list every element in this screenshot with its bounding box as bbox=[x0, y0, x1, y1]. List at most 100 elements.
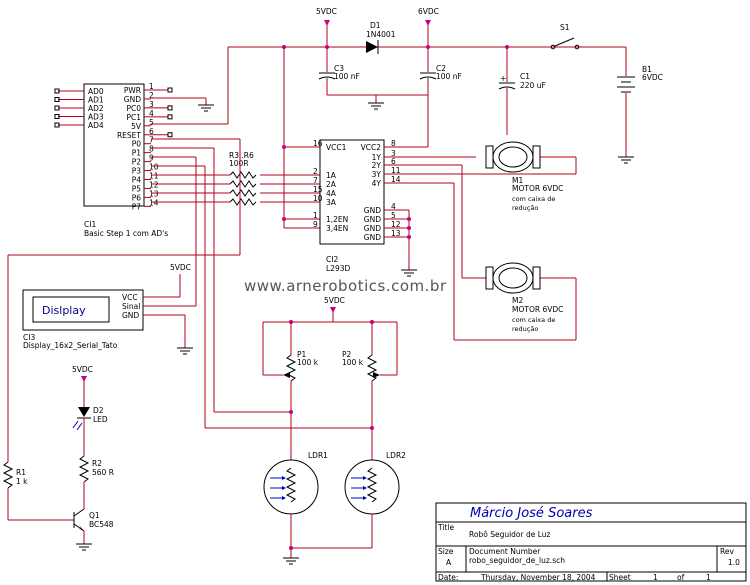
ci1-pin-label: GND bbox=[124, 95, 141, 104]
svg-text:1: 1 bbox=[706, 573, 711, 582]
ci2-pin-label: GND bbox=[364, 206, 381, 215]
svg-text:MOTOR 6VDC: MOTOR 6VDC bbox=[512, 184, 563, 193]
ldr-ldr2: LDR2 bbox=[344, 451, 406, 515]
svg-text:560 R: 560 R bbox=[92, 468, 114, 477]
ci2-pin-label: 1A bbox=[326, 171, 337, 180]
ldr-ldr1: LDR1 bbox=[263, 451, 328, 515]
power-arrow-5vdc-led: 5VDC bbox=[72, 365, 93, 407]
ci2-pin-label: 3A bbox=[326, 198, 337, 207]
ci1-pin-label: P2 bbox=[132, 158, 142, 167]
ci1-pin-number: 4 bbox=[149, 109, 154, 118]
ci1-pin-label: P7 bbox=[132, 202, 142, 211]
svg-text:LED: LED bbox=[93, 415, 108, 424]
ci1-pin-label: RESET bbox=[117, 131, 141, 140]
ci2-pin-number: 7 bbox=[313, 176, 318, 185]
diode-d1: D1 1N4001 bbox=[366, 21, 396, 54]
svg-text:robo_seguidor_de_luz.sch: robo_seguidor_de_luz.sch bbox=[469, 556, 565, 565]
ci2-pin-label: 4Y bbox=[372, 179, 382, 188]
ci2-pin-number: 13 bbox=[391, 229, 401, 238]
svg-text:5VDC: 5VDC bbox=[72, 365, 93, 374]
watermark-text: www.arnerobotics.com.br bbox=[244, 277, 447, 295]
ci1-pin-number: 9 bbox=[149, 154, 154, 163]
potentiometer-p2: P2 100 k bbox=[342, 322, 380, 460]
svg-text:1N4001: 1N4001 bbox=[366, 30, 396, 39]
ci1-pin-label: P4 bbox=[132, 176, 142, 185]
svg-text:1: 1 bbox=[653, 573, 658, 582]
ci2-pin-number: 16 bbox=[313, 139, 323, 148]
svg-text:CI1: CI1 bbox=[84, 220, 96, 229]
svg-text:Sinal: Sinal bbox=[122, 302, 140, 311]
svg-text:R1: R1 bbox=[16, 468, 26, 477]
ci2-pin-label: GND bbox=[364, 233, 381, 242]
svg-text:P2: P2 bbox=[342, 350, 352, 359]
ground-symbol-ci1 bbox=[151, 97, 214, 112]
capacitor-c3: C3 100 nF bbox=[318, 47, 360, 95]
ci2-pin-label: 4A bbox=[326, 189, 337, 198]
ci1-pin-number: 12 bbox=[149, 180, 159, 189]
svg-text:D2: D2 bbox=[93, 406, 104, 415]
svg-text:com caixa de: com caixa de bbox=[512, 195, 555, 203]
resistor-r2: R2 560 R bbox=[78, 418, 114, 509]
ci1-pin-label: AD4 bbox=[88, 121, 104, 130]
svg-text:5VDC: 5VDC bbox=[324, 296, 345, 305]
ci1-pin-label: P6 bbox=[132, 193, 142, 202]
ci2-pin-label: 2Y bbox=[372, 161, 382, 170]
svg-text:Size: Size bbox=[438, 547, 454, 556]
ci2-pin-number: 2 bbox=[313, 167, 318, 176]
ci2-pin-label: 3,4EN bbox=[326, 224, 348, 233]
svg-text:Robô Seguidor de Luz: Robô Seguidor de Luz bbox=[469, 530, 551, 539]
svg-text:CI3: CI3 bbox=[23, 333, 35, 342]
ci2-pin-number: 12 bbox=[391, 220, 401, 229]
ci1-pin-label: P1 bbox=[132, 149, 142, 158]
ci1-pin-number: 11 bbox=[149, 172, 159, 181]
ci1-pin-label: AD3 bbox=[88, 113, 104, 122]
ci1-pin-label: P3 bbox=[132, 167, 142, 176]
svg-text:GND: GND bbox=[122, 311, 139, 320]
ci1-pin-label: 5V bbox=[131, 122, 142, 131]
ci2-pin-label: VCC1 bbox=[326, 143, 347, 152]
ci2-pin-number: 10 bbox=[313, 194, 323, 203]
ci2-pin-number: 15 bbox=[313, 185, 323, 194]
ci1-pin-label: PC1 bbox=[126, 113, 141, 122]
resistor-array-r3-r6: R3..R6 100R bbox=[229, 151, 257, 206]
ci1-pin-label: AD0 bbox=[88, 87, 104, 96]
author-name: Márcio José Soares bbox=[470, 506, 593, 521]
svg-text:6VDC: 6VDC bbox=[418, 7, 439, 16]
svg-text:Display_16x2_Serial_Tato: Display_16x2_Serial_Tato bbox=[23, 341, 118, 350]
svg-text:D1: D1 bbox=[370, 21, 381, 30]
svg-text:Q1: Q1 bbox=[89, 511, 100, 520]
display-ci3: Dislplay VCC Sinal GND CI3 Display_16x2_… bbox=[22, 289, 144, 350]
potentiometer-p1: P1 100 k bbox=[283, 322, 319, 460]
capacitor-c1: + C1 220 uF bbox=[498, 47, 546, 135]
svg-text:P1: P1 bbox=[297, 350, 307, 359]
svg-text:of: of bbox=[677, 573, 685, 582]
ci2-pin-label: GND bbox=[364, 215, 381, 224]
svg-text:A: A bbox=[446, 558, 452, 567]
svg-text:100 k: 100 k bbox=[342, 358, 364, 367]
ci2-pin-label: 1Y bbox=[372, 153, 382, 162]
power-arrow-5vdc-top: 5VDC bbox=[316, 7, 337, 47]
ci1-pin-number: 14 bbox=[149, 198, 159, 207]
ci2-pin-number: 3 bbox=[391, 149, 396, 158]
svg-text:C2: C2 bbox=[436, 64, 446, 73]
svg-text:Basic Step 1 com AD's: Basic Step 1 com AD's bbox=[84, 229, 168, 238]
svg-text:100 nF: 100 nF bbox=[436, 72, 462, 81]
svg-text:LDR1: LDR1 bbox=[308, 451, 328, 460]
svg-text:Dislplay: Dislplay bbox=[42, 304, 86, 317]
svg-text:6VDC: 6VDC bbox=[642, 73, 663, 82]
svg-text:C3: C3 bbox=[334, 64, 344, 73]
svg-text:5VDC: 5VDC bbox=[170, 263, 191, 272]
ci2-pin-number: 14 bbox=[391, 175, 401, 184]
title-block: Márcio José Soares Title Robô Seguidor d… bbox=[435, 502, 747, 582]
svg-text:MOTOR 6VDC: MOTOR 6VDC bbox=[512, 305, 563, 314]
ground-symbol-caps bbox=[368, 95, 384, 110]
ci2-pin-label: 1,2EN bbox=[326, 215, 348, 224]
svg-text:R2: R2 bbox=[92, 459, 102, 468]
svg-text:BC548: BC548 bbox=[89, 520, 114, 529]
svg-text:B1: B1 bbox=[642, 65, 652, 74]
svg-text:R3..R6: R3..R6 bbox=[229, 151, 254, 160]
svg-text:5VDC: 5VDC bbox=[316, 7, 337, 16]
capacitor-c2: C2 100 nF bbox=[419, 47, 462, 95]
ci2-pin-number: 11 bbox=[391, 166, 401, 175]
